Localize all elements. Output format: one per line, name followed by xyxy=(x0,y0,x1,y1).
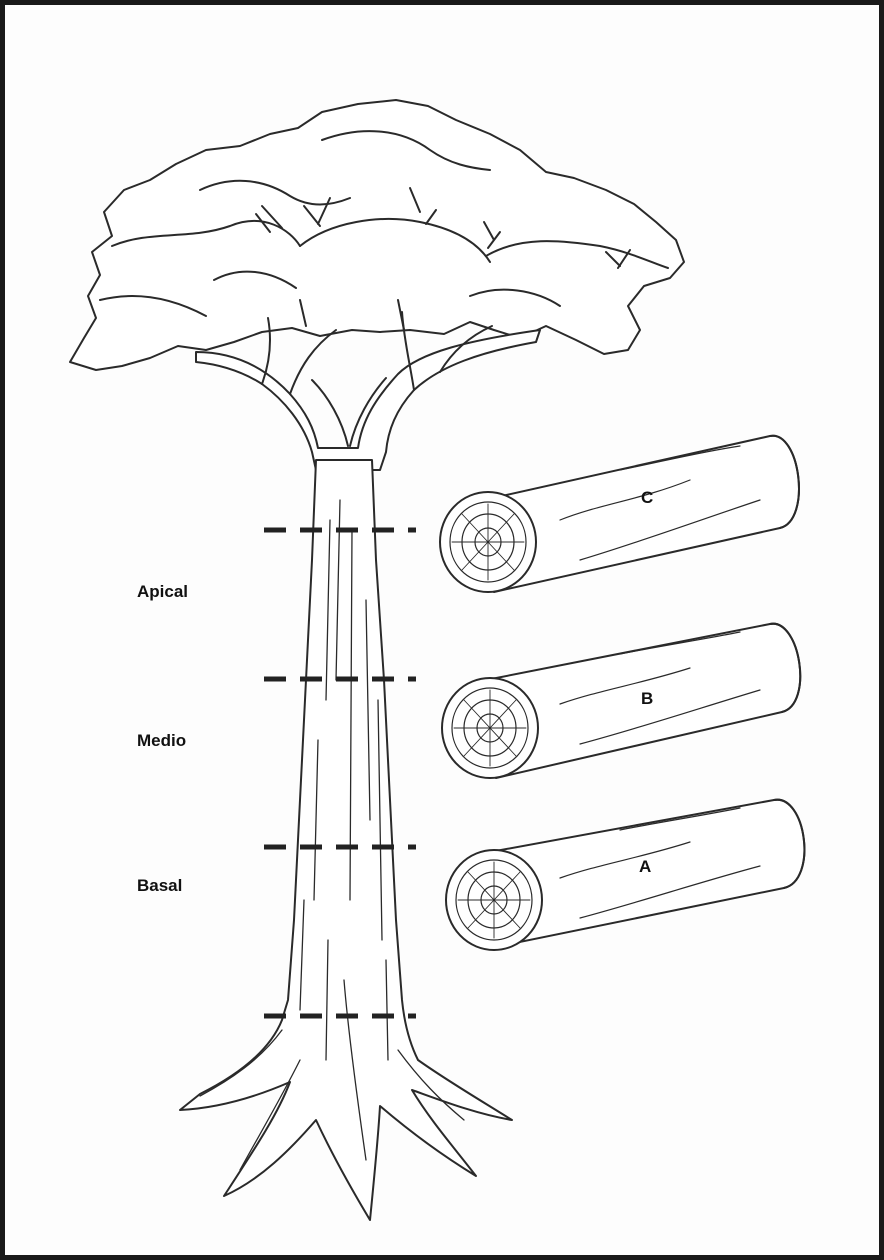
log-a xyxy=(446,800,804,950)
log-label-c: C xyxy=(641,488,653,508)
log-label-a: A xyxy=(639,857,651,877)
log-b xyxy=(442,624,800,778)
log-c xyxy=(440,436,799,592)
section-label-medio: Medio xyxy=(137,731,186,751)
section-label-basal: Basal xyxy=(137,876,182,896)
tree-branches xyxy=(196,330,540,470)
section-label-apical: Apical xyxy=(137,582,188,602)
log-label-b: B xyxy=(641,689,653,709)
